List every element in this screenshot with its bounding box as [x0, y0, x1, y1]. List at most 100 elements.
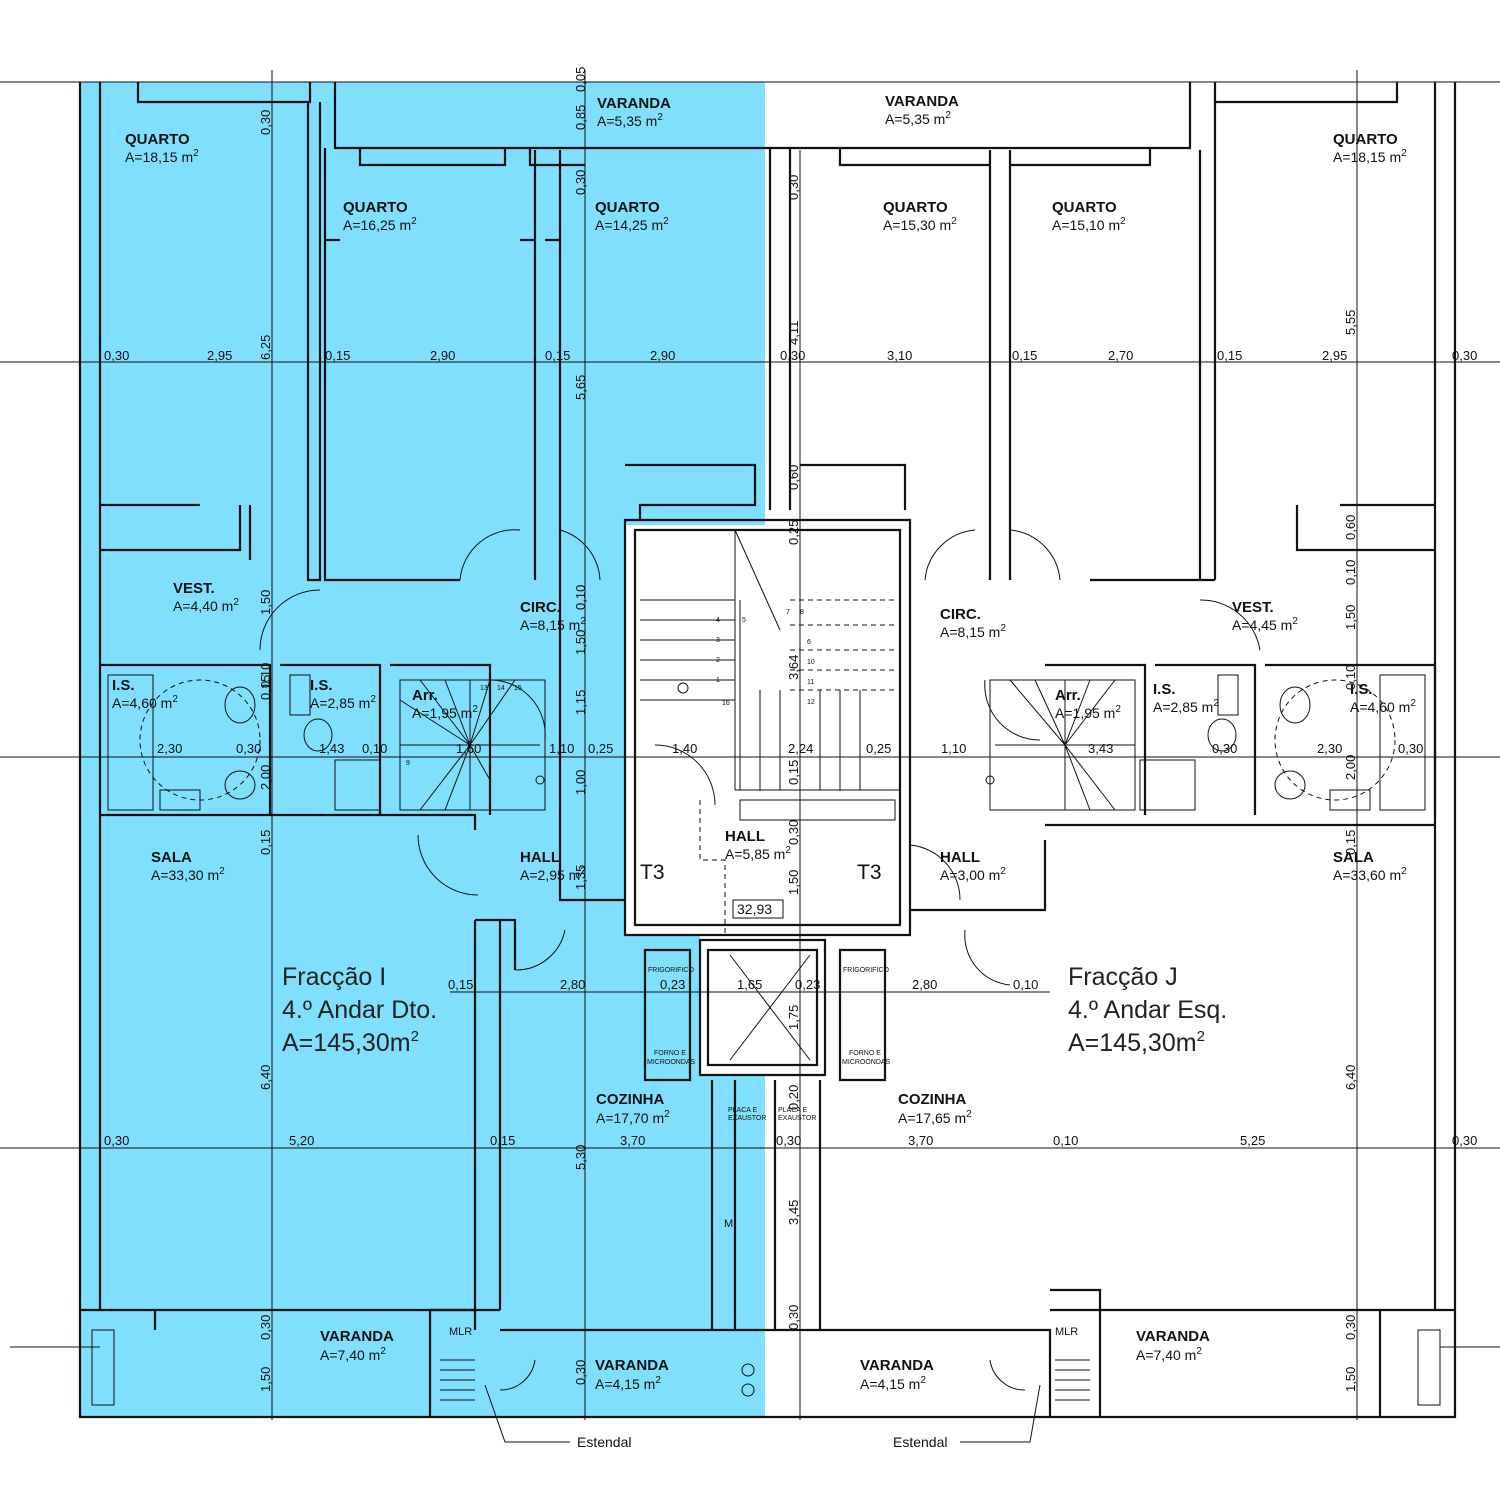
appliance-label: FORNO E: [849, 1050, 881, 1057]
dimension: 0,30: [104, 1133, 129, 1148]
room-area: A=15,10 m2: [1052, 216, 1126, 233]
room-area: A=2,95 m2: [520, 866, 586, 883]
dimension: 0,30: [780, 348, 805, 363]
room-name: Arr.: [1055, 687, 1081, 704]
dimension: 5,25: [1240, 1133, 1265, 1148]
stair-number: 12: [807, 699, 815, 706]
room-name: VARANDA: [1136, 1328, 1210, 1345]
dimension: 0,15: [490, 1133, 515, 1148]
dimension: 0,15: [258, 830, 273, 855]
dimension: 0,15: [1012, 348, 1037, 363]
appliance-label: EXAUSTOR: [778, 1115, 816, 1122]
dimension: 5,30: [573, 1145, 588, 1170]
dimension: 1,75: [786, 1005, 801, 1030]
room-name: QUARTO: [1333, 131, 1398, 148]
dimension: 1,50: [1343, 1367, 1358, 1392]
room-area: A=17,65 m2: [898, 1109, 972, 1126]
stair-number: 8: [800, 609, 804, 616]
stair-number: 4: [716, 617, 720, 624]
dimension: 5,65: [573, 375, 588, 400]
fraction-floor: 4.º Andar Dto.: [282, 996, 437, 1024]
room-area: A=4,45 m2: [1232, 616, 1298, 633]
dimension: 1,60: [456, 741, 481, 756]
fraction-floor: 4.º Andar Esq.: [1068, 996, 1227, 1024]
room-name: QUARTO: [125, 131, 190, 148]
room-name: QUARTO: [883, 199, 948, 216]
level-mark: 32,93: [737, 901, 772, 917]
stair-number: 1: [716, 677, 720, 684]
room-area: A=17,70 m2: [596, 1109, 670, 1126]
room-name: Arr.: [412, 687, 438, 704]
dimension: 6,25: [258, 335, 273, 360]
room-name: VEST.: [173, 580, 215, 597]
dimension: 0,10: [1343, 560, 1358, 585]
misc-labels: T3 T3 32,93 MLR MLR Estendal Estendal FR…: [449, 861, 1078, 1450]
stair-number: 10: [807, 659, 815, 666]
dimension: 0,30: [1452, 1133, 1477, 1148]
dimension: 0,30: [1398, 741, 1423, 756]
dimension: 1,50: [573, 630, 588, 655]
appliance-label: PLACA E: [778, 1107, 808, 1114]
room-name: I.S.: [1350, 681, 1373, 698]
dimension: 0,30: [1212, 741, 1237, 756]
dimension: 2,90: [650, 348, 675, 363]
stair-number: 11: [807, 679, 814, 686]
dimension: 0,30: [786, 820, 801, 845]
stair-number: 16: [722, 700, 730, 707]
dimension: 2,00: [1343, 755, 1358, 780]
dimension: 0,30: [236, 741, 261, 756]
room-area: A=1,95 m2: [1055, 704, 1121, 721]
dimension: 0,10: [573, 585, 588, 610]
dimensions: 0,30 2,95 0,15 2,90 0,15 2,90 0,30 3,10 …: [104, 67, 1477, 1392]
dimension: 2,30: [1317, 741, 1342, 756]
appliance-label: FRIGORIFICO: [843, 967, 889, 974]
dimension: 2,95: [1322, 348, 1347, 363]
dimension: 3,43: [1088, 741, 1113, 756]
stair-label: T3: [857, 861, 882, 884]
dimension: 0,30: [258, 110, 273, 135]
dimension: 3,10: [887, 348, 912, 363]
dimension: 0,30: [258, 1315, 273, 1340]
dimension: 0,23: [795, 977, 820, 992]
stair-number: 3: [716, 637, 720, 644]
dimension: 0,85: [573, 105, 588, 130]
room-area: A=15,30 m2: [883, 216, 957, 233]
room-area: A=2,85 m2: [1153, 698, 1219, 715]
room-name: VARANDA: [320, 1328, 394, 1345]
dimension: 6,40: [1343, 1065, 1358, 1090]
room-name: I.S.: [112, 677, 135, 694]
fraction-area: A=145,30m2: [282, 1028, 419, 1057]
room-area: A=7,40 m2: [320, 1346, 386, 1363]
room-name: HALL: [725, 828, 765, 845]
room-name: I.S.: [1153, 681, 1176, 698]
stair-number: 5: [742, 617, 746, 624]
stair-label: T3: [640, 861, 665, 884]
room-name: VARANDA: [595, 1357, 669, 1374]
dimension: 0,15: [1343, 830, 1358, 855]
room-name: HALL: [520, 849, 560, 866]
room-name: VEST.: [1232, 599, 1274, 616]
dimension: 0,10: [258, 663, 273, 688]
dimension: 0,25: [866, 741, 891, 756]
room-name: VARANDA: [860, 1357, 934, 1374]
dimension: 1,50: [258, 590, 273, 615]
dimension: 2,90: [430, 348, 455, 363]
room-name: VARANDA: [597, 95, 671, 112]
dimension: 1,50: [786, 870, 801, 895]
room-area: A=5,35 m2: [597, 112, 663, 129]
dimension: 0,30: [1343, 1315, 1358, 1340]
room-name: VARANDA: [885, 93, 959, 110]
room-area: A=8,15 m2: [940, 623, 1006, 640]
walls: [78, 82, 1457, 1419]
dimension: 1,65: [737, 977, 762, 992]
dimension: 0,15: [448, 977, 473, 992]
room-name: HALL: [940, 849, 980, 866]
room-name: QUARTO: [595, 199, 660, 216]
dimension: 0,10: [1053, 1133, 1078, 1148]
dimension: 0,10: [1013, 977, 1038, 992]
room-area: A=8,15 m2: [520, 616, 586, 633]
appliance-label: MICROONDAS: [647, 1059, 696, 1066]
dimension: 3,70: [908, 1133, 933, 1148]
room-area: A=2,85 m2: [310, 694, 376, 711]
